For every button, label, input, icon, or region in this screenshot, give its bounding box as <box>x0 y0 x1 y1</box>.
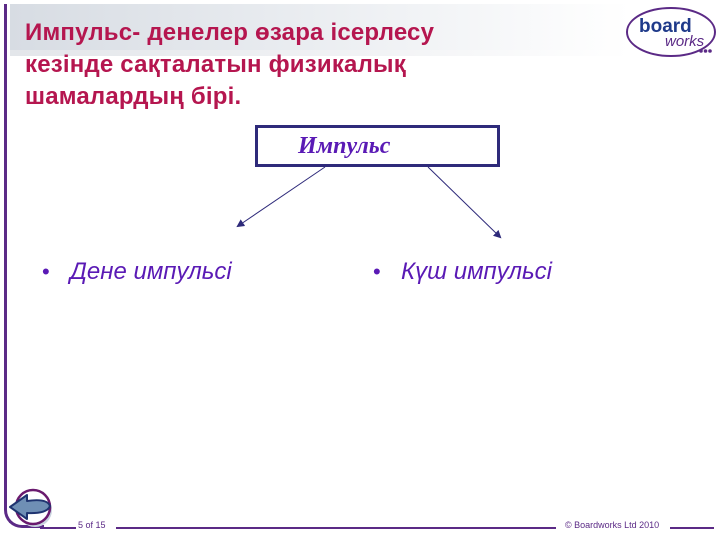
impulse-concept-box: Импульс <box>255 125 500 167</box>
boardworks-logo: board works <box>625 6 717 58</box>
arrow-left-icon <box>236 166 326 228</box>
slide-frame-corner <box>4 480 44 528</box>
title-line-1: Импульс- денелер өзара іcерлесу <box>25 19 435 46</box>
branch-body-impulse: • Дене импульсі <box>42 258 232 286</box>
impulse-concept-label: Импульс <box>298 133 391 159</box>
title-line-3: шамалардың бірі. <box>25 83 242 110</box>
branch-force-impulse: • Күш импульсі <box>373 258 552 286</box>
title-line-2: кезінде сақталатын физикалық <box>25 51 406 78</box>
slide-title: Импульс- денелер өзара іcерлесу кезінде … <box>25 17 545 113</box>
bullet-icon: • <box>42 259 50 284</box>
copyright-text: © Boardworks Ltd 2010 <box>565 520 660 530</box>
branch-label: Дене импульсі <box>70 258 232 285</box>
branch-label: Күш импульсі <box>401 258 552 285</box>
svg-text:works: works <box>665 33 705 50</box>
bullet-icon: • <box>373 259 381 284</box>
svg-text:board: board <box>639 16 692 37</box>
footer-line-middle <box>116 527 556 529</box>
arrow-right-icon <box>427 166 502 239</box>
footer-line-left <box>40 527 76 529</box>
back-button[interactable] <box>7 486 57 530</box>
footer-line-right <box>670 527 714 529</box>
back-arrow-icon <box>9 488 52 527</box>
slide-frame-left-border <box>4 4 7 489</box>
page-indicator: 5 of 15 <box>78 520 106 530</box>
title-band <box>10 4 630 52</box>
boardworks-logo-icon: board works <box>626 7 716 57</box>
title-band-lower <box>10 50 630 56</box>
